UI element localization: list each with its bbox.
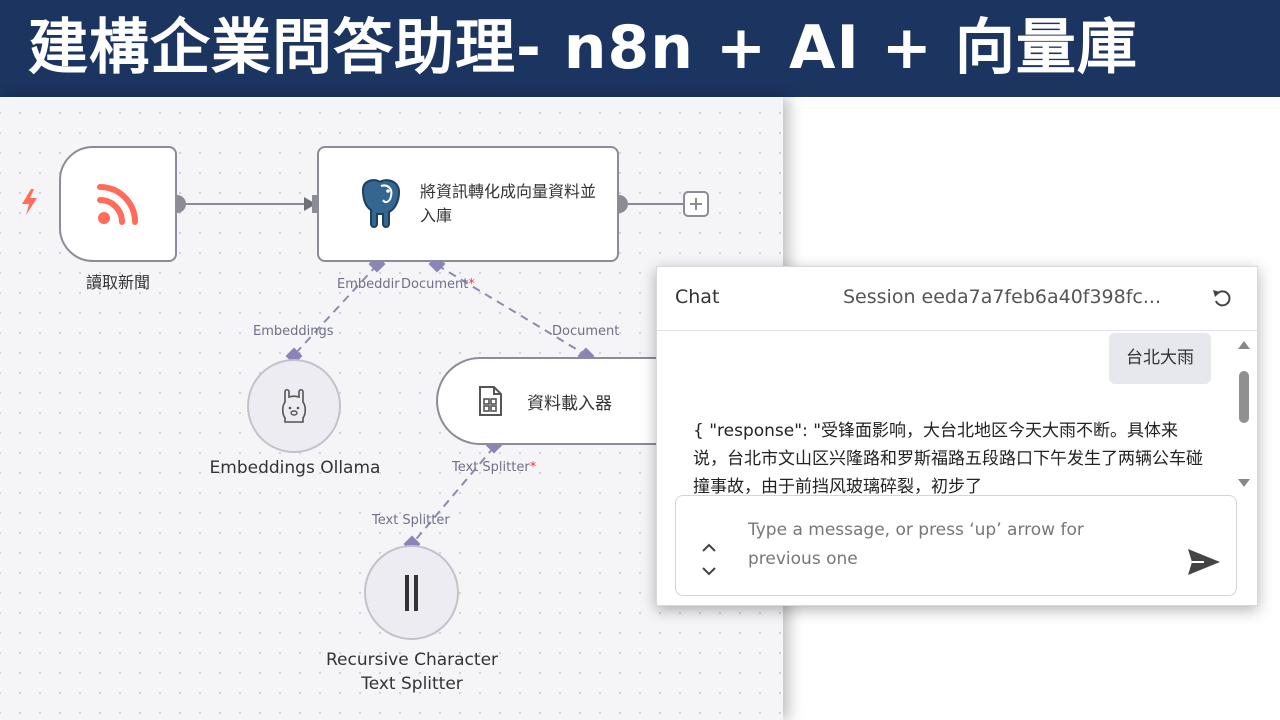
message-composer[interactable]: Type a message, or press ‘up’ arrow for …: [675, 495, 1237, 596]
title-banner: 建構企業問答助理- n8n + AI + 向量庫: [0, 0, 1280, 97]
required-mark: *: [529, 460, 537, 475]
chat-panel: Chat Session eeda7a7feb6a40f398fc... 台北大…: [656, 266, 1258, 606]
text-splitter-input-label: Text Splitter: [372, 513, 450, 528]
connection-arrow: [304, 197, 316, 211]
postgres-elephant-icon: [361, 179, 401, 228]
scroll-down-icon: [1238, 479, 1250, 487]
text-splitter-connector-label: Text Splitter*: [452, 460, 536, 475]
banner-title: 建構企業問答助理- n8n + AI + 向量庫: [28, 13, 1138, 83]
chat-scrollbar[interactable]: [1235, 337, 1253, 497]
data-loader-node[interactable]: [436, 357, 696, 445]
history-arrows-icon[interactable]: [698, 536, 720, 582]
embeddings-ollama-node[interactable]: [247, 359, 341, 453]
embeddings-ollama-label: Embeddings Ollama: [209, 458, 381, 478]
document-input-label: Document: [552, 324, 620, 339]
splitter-icon: [405, 575, 418, 611]
rss-trigger-node[interactable]: [59, 146, 177, 262]
recursive-text-splitter-label: Recursive Character Text Splitter: [300, 648, 524, 696]
user-message: 台北大雨: [1109, 333, 1211, 384]
message-input[interactable]: Type a message, or press ‘up’ arrow for …: [748, 520, 1084, 569]
required-mark: *: [468, 277, 475, 292]
pg-input-handle: [312, 195, 320, 213]
scroll-thumb: [1239, 371, 1249, 423]
document-connection: [436, 264, 587, 356]
add-node-button[interactable]: [683, 191, 709, 217]
document-connector-label: Document*: [401, 277, 475, 292]
embedding-connector-text: Embeddir: [337, 277, 400, 292]
splitter-label-line2: Text Splitter: [361, 674, 463, 694]
send-icon[interactable]: [1186, 546, 1222, 578]
reset-session-icon[interactable]: [1209, 285, 1235, 311]
data-loader-label: 資料載入器: [527, 394, 612, 414]
chat-messages[interactable]: 台北大雨 { "response": "受锋面影响，大台北地区今天大雨不断。具体…: [657, 331, 1257, 495]
recursive-text-splitter-node[interactable]: [364, 545, 459, 640]
chat-title: Chat: [675, 286, 720, 308]
rss-icon: [97, 184, 138, 225]
embeddings-input-label: Embeddings: [253, 324, 334, 339]
text-splitter-connection: [411, 446, 495, 545]
document-icon: [479, 386, 502, 416]
pgvector-store-node[interactable]: [317, 146, 619, 262]
workflow-canvas[interactable]: 讀取新聞 將資訊轉化成向量資料並入庫 Embeddir Document* Em…: [0, 97, 783, 720]
text-splitter-connector-text: Text Splitter: [452, 460, 530, 475]
document-connector-text: Document: [401, 277, 469, 292]
llama-icon: [281, 388, 307, 423]
rss-trigger-label: 讀取新聞: [85, 273, 150, 292]
chat-header: Chat Session eeda7a7feb6a40f398fc...: [657, 267, 1257, 331]
trigger-bolt-icon: [22, 189, 37, 215]
scroll-up-icon: [1238, 341, 1250, 349]
pgvector-label: 將資訊轉化成向量資料並入庫: [420, 182, 597, 225]
embedding-connection: [293, 264, 378, 356]
splitter-label-line1: Recursive Character: [325, 650, 499, 670]
chat-session-id: Session eeda7a7feb6a40f398fc...: [843, 286, 1161, 308]
bot-message: { "response": "受锋面影响，大台北地区今天大雨不断。具体来说，台北…: [693, 421, 1203, 495]
embedding-connector-label: Embeddir: [337, 277, 400, 292]
